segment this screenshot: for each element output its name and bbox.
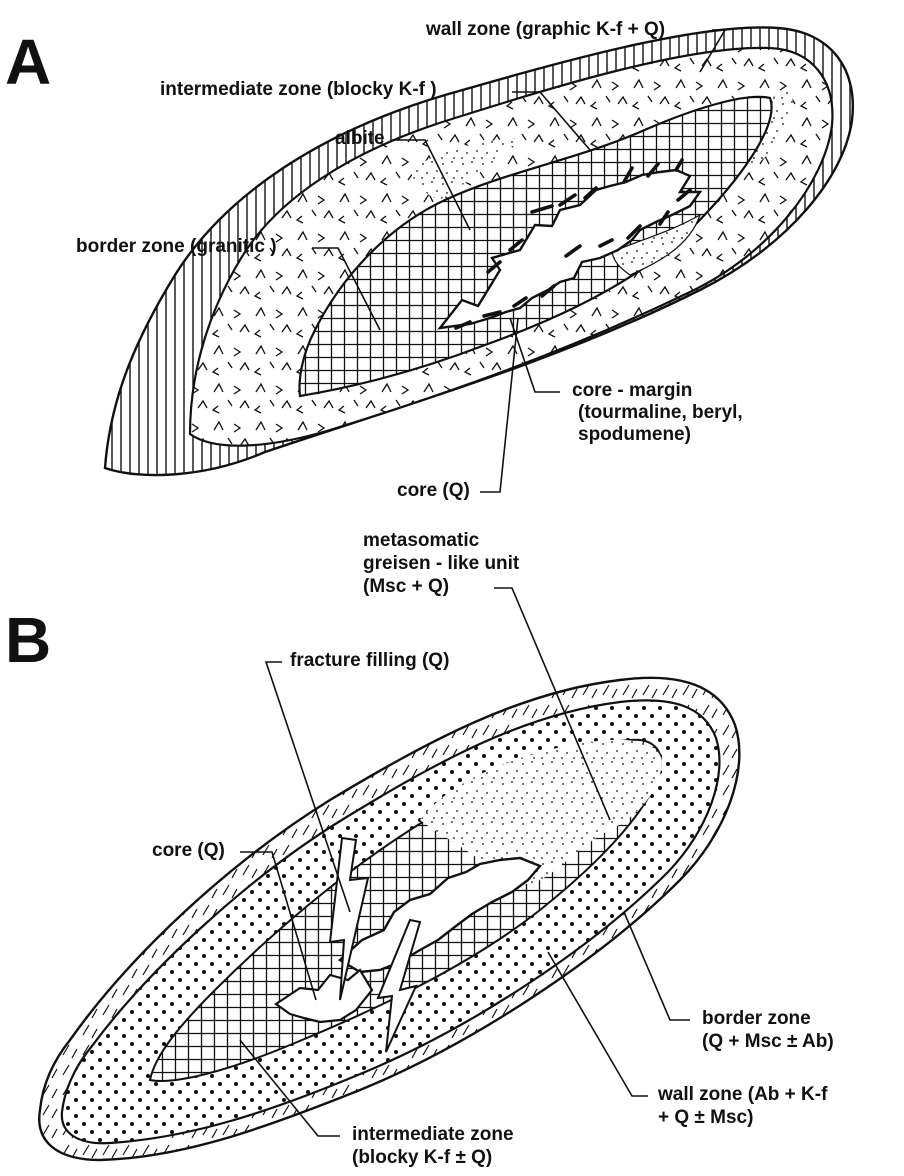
label-a-core: core (Q) [397, 480, 470, 502]
label-b-wall-zone-1: wall zone (Ab + K-f [658, 1084, 827, 1106]
label-a-wall-zone: wall zone (graphic K-f + Q) [426, 19, 665, 41]
label-a-border-zone: border zone (granitic ) [76, 236, 277, 258]
label-a-intermediate-zone: intermediate zone (blocky K-f ) [160, 79, 437, 101]
leader-b-border-zone [624, 912, 690, 1020]
label-b-metasomatic-1: metasomatic [363, 530, 479, 552]
panel-b-letter: B [5, 608, 51, 672]
label-a-albite: albite [335, 128, 385, 150]
panel-b-diagram [39, 678, 739, 1160]
label-b-intermediate-zone-2: (blocky K-f ± Q) [352, 1147, 492, 1169]
label-a-core-margin-1: core - margin [572, 380, 692, 402]
label-b-fracture-filling: fracture filling (Q) [290, 650, 449, 672]
label-b-intermediate-zone-1: intermediate zone [352, 1124, 514, 1146]
label-a-core-margin-3: spodumene) [578, 424, 691, 446]
label-b-metasomatic-3: (Msc + Q) [363, 576, 449, 598]
panel-a-letter: A [5, 30, 51, 94]
label-b-border-zone-1: border zone [702, 1008, 811, 1030]
label-b-wall-zone-2: + Q ± Msc) [658, 1107, 753, 1129]
label-b-metasomatic-2: greisen - like unit [363, 553, 519, 575]
label-a-core-margin-2: (tourmaline, beryl, [578, 402, 743, 424]
label-b-border-zone-2: (Q + Msc ± Ab) [702, 1031, 834, 1053]
label-b-core: core (Q) [152, 840, 225, 862]
